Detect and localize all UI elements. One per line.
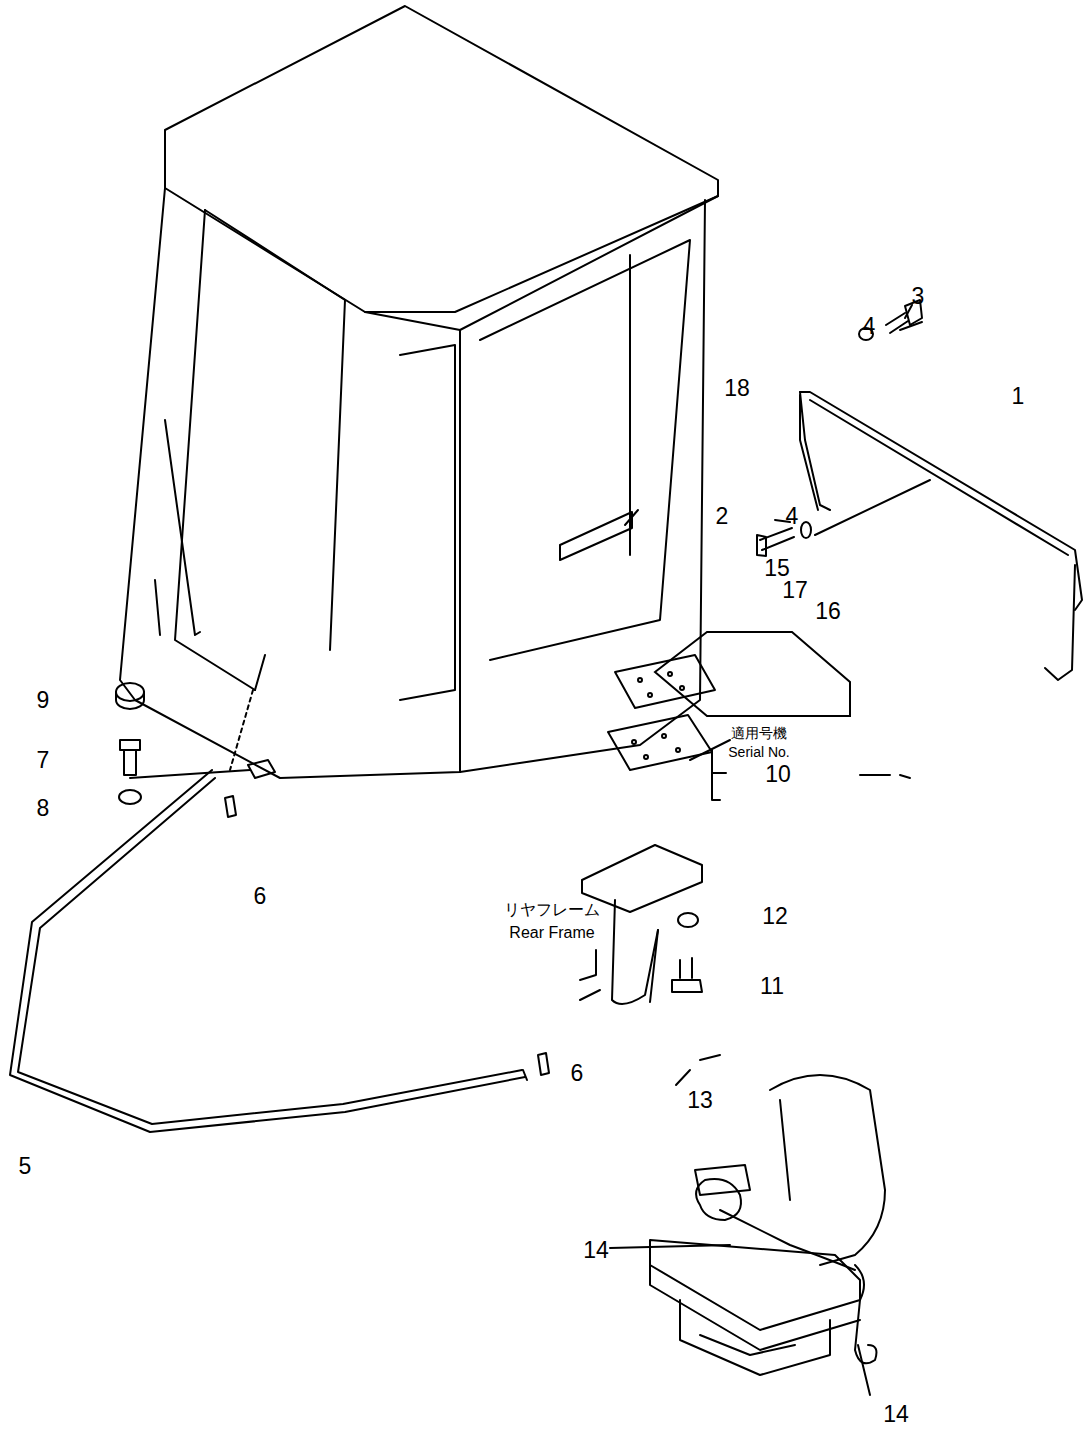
pentagon-outline [652, 626, 856, 786]
callout-number: 4 [863, 315, 876, 338]
part-location-label: Rear Frame [509, 925, 594, 941]
callout-number: 12 [762, 905, 788, 928]
callout-number: 17 [782, 579, 808, 602]
callout-number: 16 [815, 600, 841, 623]
callout-number: 3 [912, 285, 925, 308]
callout-number: 14 [883, 1403, 909, 1426]
callout-number: 11 [760, 975, 784, 998]
callout-number: 5 [19, 1155, 32, 1178]
callout-number: 6 [254, 885, 267, 908]
callout-number: 9 [37, 689, 50, 712]
callout-number: 10 [765, 763, 791, 786]
callout-number: 18 [724, 377, 750, 400]
callout-number: 7 [37, 749, 50, 772]
callout-number: 6 [571, 1062, 584, 1085]
callout-number: 4 [786, 505, 799, 528]
callout-number: 8 [37, 797, 50, 820]
callout-number: 15 [764, 557, 790, 580]
part-location-label: リヤフレーム [504, 902, 600, 918]
serial-note: 適用号機 Serial No. [712, 724, 806, 762]
callout-number: 14 [583, 1239, 609, 1262]
callout-number: 2 [716, 505, 729, 528]
callout-number: 1 [1012, 385, 1025, 408]
callout-number: 13 [687, 1089, 713, 1112]
serial-number-callout: 適用号機 Serial No. [652, 626, 856, 786]
